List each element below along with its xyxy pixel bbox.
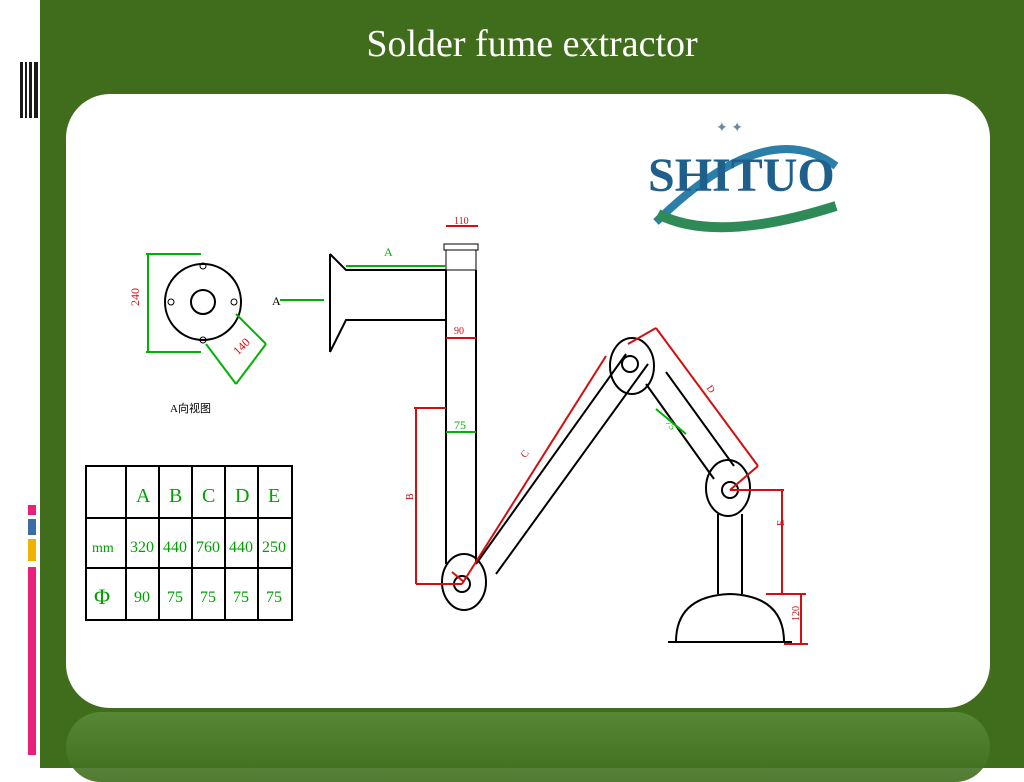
panel-reflection [66,712,990,782]
table-header-b: B [169,485,182,507]
decorative-accents [28,505,38,755]
table-unit-mm: mm [92,541,114,556]
flange-view: 240 140 A向视图 [128,253,267,415]
decorative-bars [20,62,38,122]
spec-table: A B C D E mm 320 440 760 440 250 Φ 90 75… [85,465,293,621]
articulated-arm: B C D 75 E 120 [405,327,808,645]
dim-d-pipe-label: 75 [663,418,678,433]
logo-text: SHITUO [648,149,835,202]
svg-text:A: A [272,294,281,308]
flange-height-label: 240 [128,288,142,306]
base-height-label: 120 [791,606,802,621]
dim-b-label: B [405,493,416,500]
table-unit-phi: Φ [94,584,110,609]
table-header-a: A [136,485,151,507]
table-cell: 320 [130,539,154,556]
table-header-d: D [235,485,249,507]
logo-stars: ✦ ✦ [716,121,743,136]
table-cell: 75 [233,589,249,606]
view-arrow-a: A [272,294,324,308]
table-cell: 440 [229,539,253,556]
pipe-label: 75 [454,418,466,432]
content-panel [66,94,990,708]
neck-label: 90 [454,326,464,337]
slide-title: Solder fume extractor [366,23,698,65]
view-caption: A向视图 [170,401,211,415]
hood-assembly: 110 A 90 75 [329,216,479,564]
table-header-c: C [202,485,215,507]
table-cell: 75 [266,589,282,606]
table-cell: 250 [262,539,286,556]
shituo-logo: ✦ ✦ SHITUO [648,121,839,233]
table-cell: 90 [134,589,150,606]
table-cell: 760 [196,539,220,556]
table-cell: 75 [200,589,216,606]
top-width-label: 110 [454,216,469,227]
table-cell: 440 [163,539,187,556]
flange-radius-label: 140 [230,335,253,358]
table-cell: 75 [167,589,183,606]
length-a-label: A [384,245,393,259]
extractor-diagram: ✦ ✦ SHITUO 240 140 A向视图 A [85,121,839,645]
dim-c-label: C [519,448,532,460]
dim-e-label: E [776,520,787,526]
table-header-e: E [268,485,280,507]
